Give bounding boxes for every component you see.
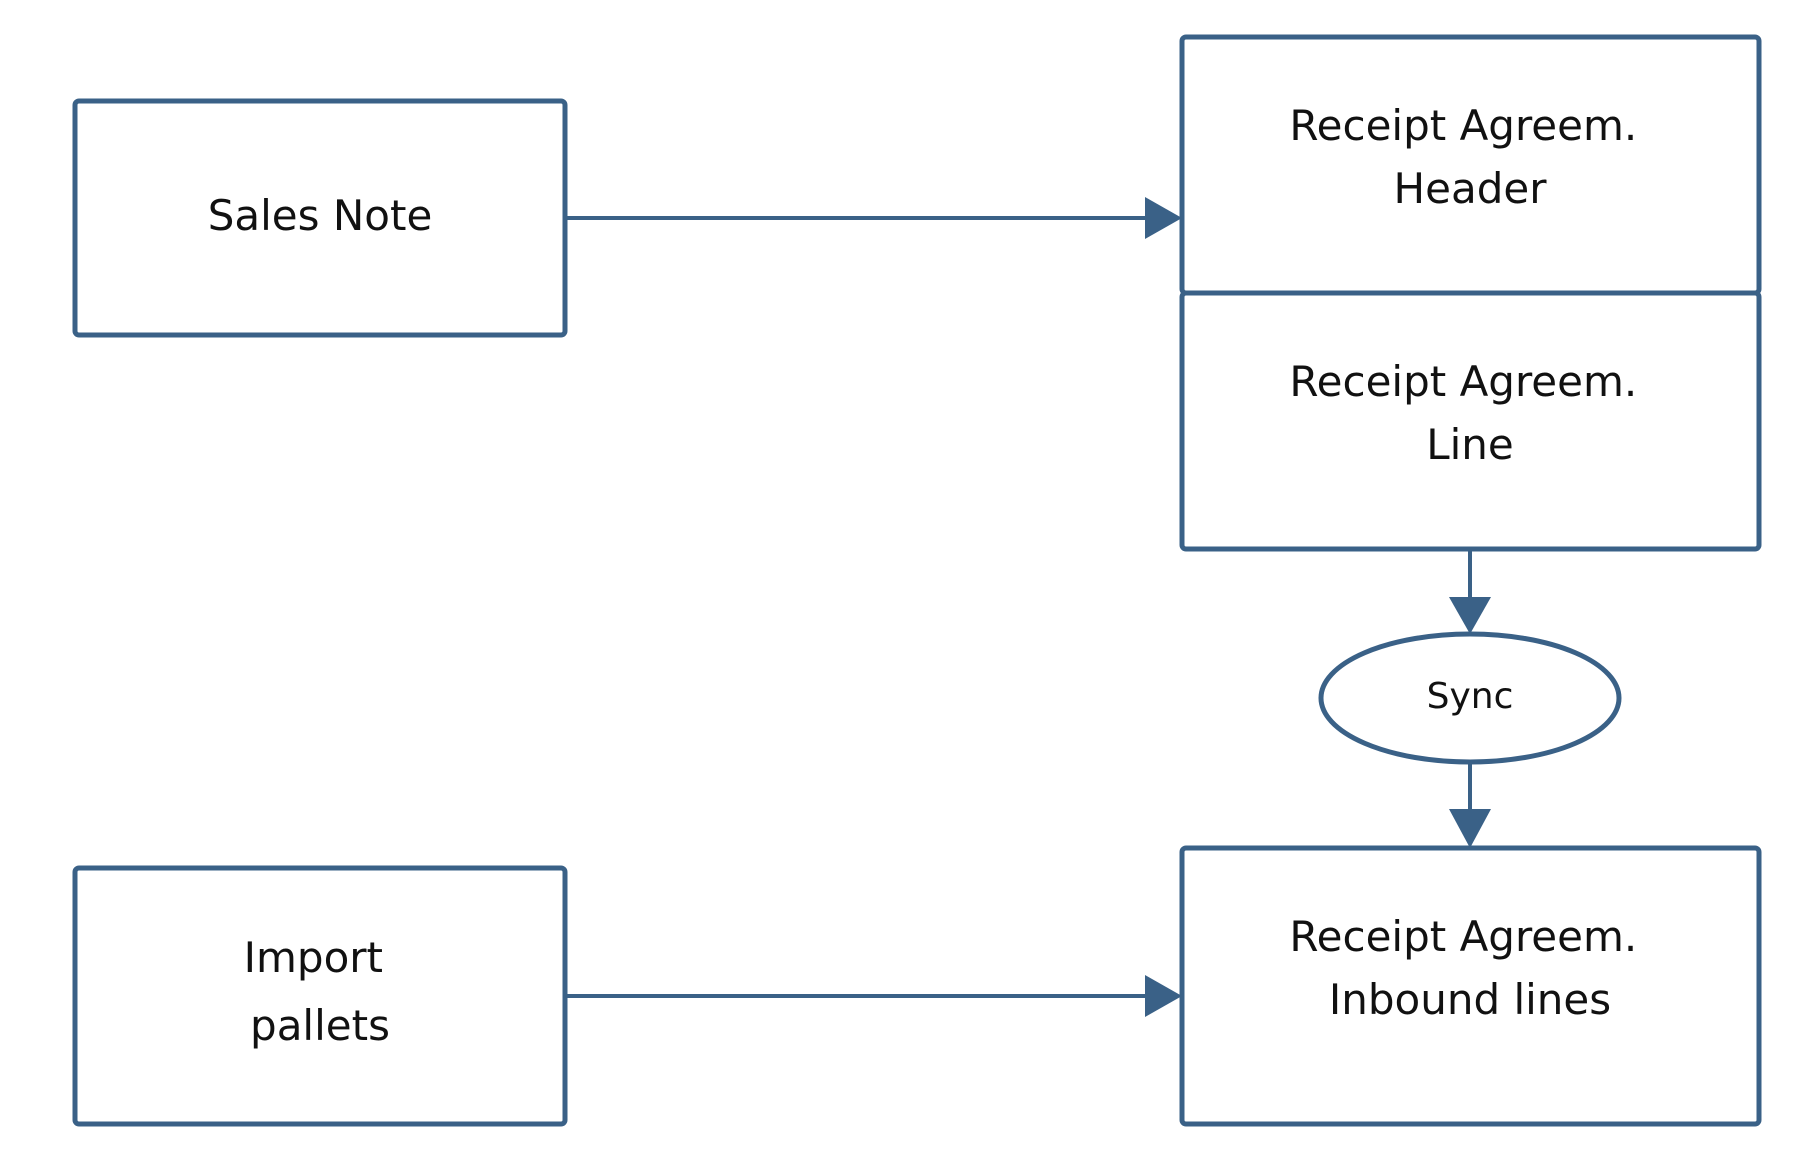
- edge-line-to-sync: [1449, 551, 1491, 634]
- svg-text:Receipt Agreem. Line: Receipt Agreem. Line: [1289, 357, 1650, 469]
- edge-sales-note-to-header-arrowhead: [1145, 197, 1182, 239]
- sales-note-box: [72, 98, 568, 338]
- edge-sync-to-inbound: [1449, 762, 1491, 848]
- sync-node: Sync: [1318, 631, 1622, 765]
- svg-text:Sales Note: Sales Note: [208, 191, 433, 240]
- receipt-inbound-label-1: Receipt Agreem.: [1289, 912, 1637, 961]
- receipt-agreem-inbound-box: [1179, 845, 1762, 1127]
- receipt-agreem-line-node: Receipt Agreem. Line: [1179, 290, 1762, 552]
- edge-sales-note-to-header: [567, 197, 1182, 239]
- edge-import-to-inbound-arrowhead: [1145, 975, 1182, 1017]
- edge-import-to-inbound: [567, 975, 1182, 1017]
- svg-text:Receipt Agreem. Header: Receipt Agreem. Header: [1289, 101, 1650, 213]
- sales-note-label-1: Sales Note: [208, 191, 433, 240]
- import-pallets-box: [72, 865, 568, 1127]
- import-pallets-label-1: Import: [244, 933, 383, 982]
- receipt-header-label-2: Header: [1394, 164, 1548, 213]
- import-pallets-node: Import pallets: [72, 865, 568, 1127]
- edge-line-to-sync-arrowhead: [1449, 597, 1491, 634]
- svg-text:Import pallets: Import pallets: [244, 933, 397, 1050]
- svg-text:Sync: Sync: [1427, 676, 1514, 717]
- sales-note-node: Sales Note: [72, 98, 568, 338]
- receipt-agreem-inbound-node: Receipt Agreem. Inbound lines: [1179, 845, 1762, 1127]
- svg-text:Receipt Agreem. Inbound: Receipt Agreem. Inbound lines: [1289, 912, 1650, 1024]
- receipt-line-label-2: Line: [1426, 420, 1514, 469]
- import-pallets-label-2: pallets: [250, 1001, 390, 1050]
- edge-sync-to-inbound-arrowhead: [1449, 809, 1491, 848]
- receipt-header-label-1: Receipt Agreem.: [1289, 101, 1637, 150]
- receipt-agreem-header-node: Receipt Agreem. Header: [1179, 34, 1762, 296]
- receipt-line-label-1: Receipt Agreem.: [1289, 357, 1637, 406]
- receipt-agreem-line-box: [1179, 290, 1762, 552]
- sync-label: Sync: [1427, 676, 1514, 717]
- receipt-inbound-label-2: Inbound lines: [1329, 975, 1611, 1024]
